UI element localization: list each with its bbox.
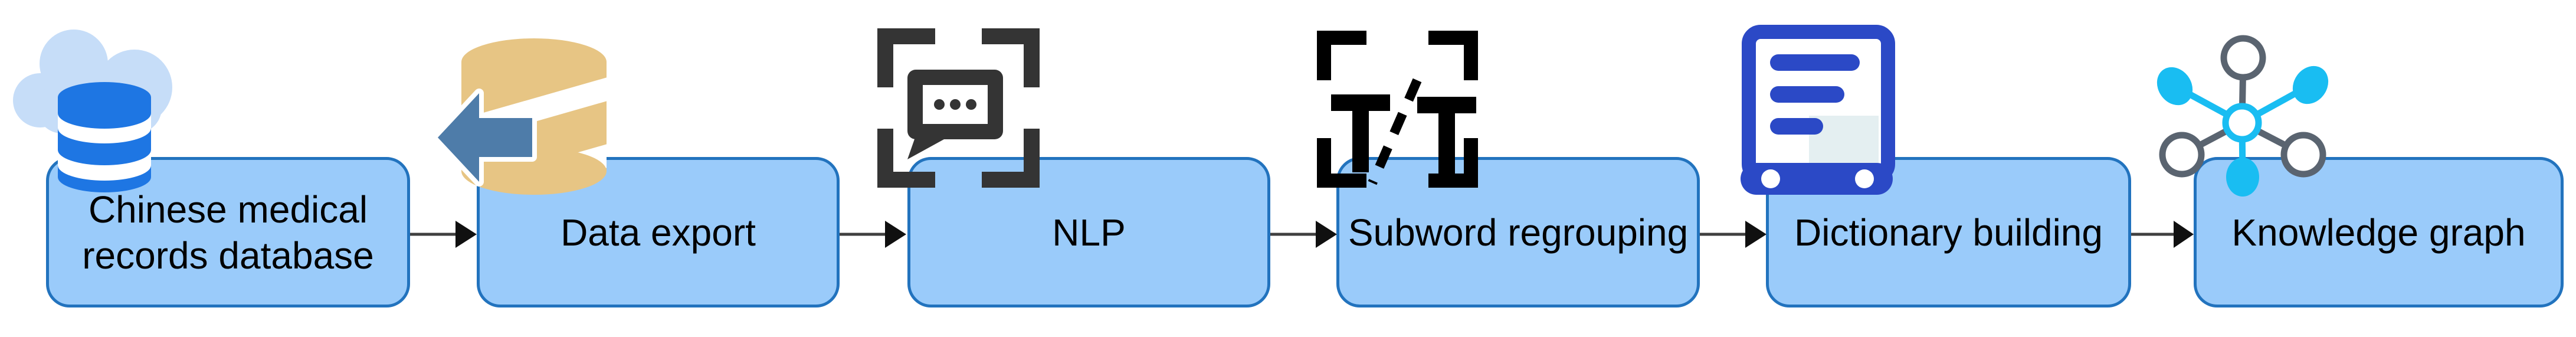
node-dictionary-building: Dictionary building — [1766, 157, 2131, 307]
node-label: Dictionary building — [1794, 211, 2103, 254]
node-nlp: NLP — [907, 157, 1270, 307]
node-label: NLP — [1052, 211, 1126, 254]
connector-arrow — [1700, 221, 1767, 248]
node-subword-regrouping: Subword regrouping — [1336, 157, 1700, 307]
connector-arrow — [410, 221, 477, 248]
connector-arrow — [1270, 221, 1337, 248]
node-label-line: Chinese medical — [88, 188, 368, 231]
connector-arrow — [840, 221, 906, 248]
node-chinese-medical-records-database: Chinese medical records database — [46, 157, 410, 307]
node-data-export: Data export — [477, 157, 840, 307]
node-knowledge-graph: Knowledge graph — [2194, 157, 2564, 307]
node-label: Chinese medical records database — [82, 187, 374, 279]
connector-arrow — [2131, 221, 2194, 248]
node-label: Data export — [561, 211, 756, 254]
node-label: Knowledge graph — [2231, 211, 2526, 254]
node-label-line: records database — [82, 234, 374, 277]
node-label: Subword regrouping — [1348, 211, 1689, 254]
